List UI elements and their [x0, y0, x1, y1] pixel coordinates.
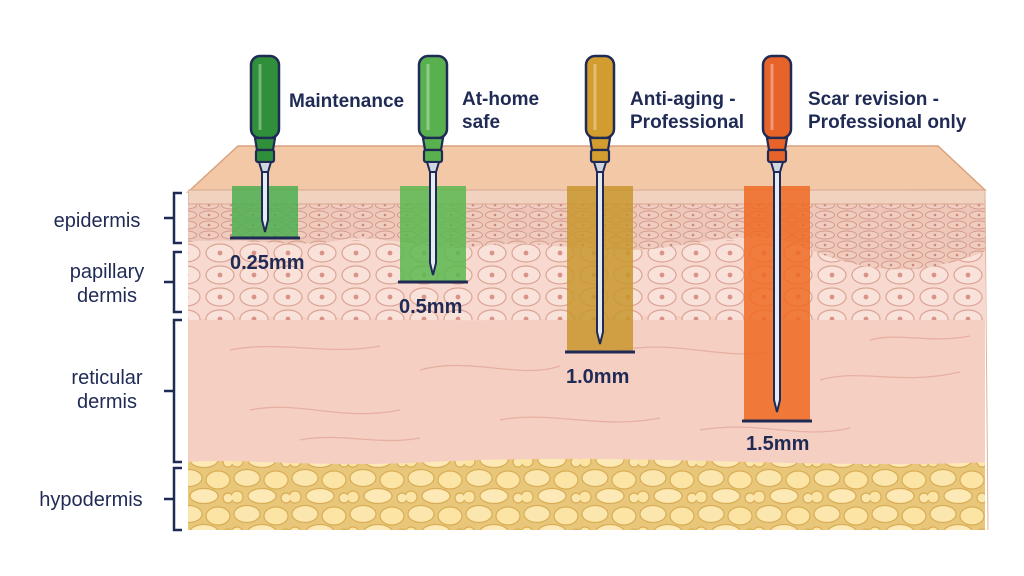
bracket-epidermis	[164, 191, 182, 245]
needle-label-anti-aging: Anti-aging - Professional	[630, 89, 745, 133]
layer-brackets	[164, 191, 182, 532]
layer-label-reticular-dermis: reticular dermis	[71, 367, 143, 413]
needle-1.5mm	[742, 54, 812, 423]
depth-label-0.5mm: 0.5mm	[399, 296, 463, 318]
bracket-hypodermis	[164, 466, 182, 532]
needle-label-at-home-safe: At-home safe	[462, 89, 540, 133]
layer-label-hypodermis: hypodermis	[39, 489, 143, 511]
needles-group	[230, 54, 812, 423]
needle-handle	[417, 54, 449, 140]
needle-handle	[584, 54, 616, 140]
hypodermis-layer	[188, 458, 985, 530]
needle-handle	[761, 54, 793, 140]
depth-label-1.0mm: 1.0mm	[566, 366, 630, 388]
needle-handle	[249, 54, 281, 140]
skin-surface	[186, 145, 987, 193]
layer-label-epidermis: epidermis	[53, 210, 141, 232]
needle-shaft	[596, 171, 604, 345]
needle-shaft	[429, 171, 437, 276]
needle-1.0mm	[565, 54, 635, 354]
needle-shaft	[773, 171, 781, 413]
needle-label-maintenance: Maintenance	[289, 91, 405, 112]
layer-label-papillary-dermis: papillary dermis	[69, 261, 145, 307]
needle-0.5mm	[398, 54, 468, 284]
depth-label-0.25mm: 0.25mm	[230, 252, 305, 274]
needle-label-scar-revision: Scar revision - Professional only	[808, 89, 967, 133]
bracket-papillary	[164, 250, 182, 314]
bracket-reticular	[164, 318, 182, 464]
needle-shaft	[261, 171, 269, 233]
depth-label-1.5mm: 1.5mm	[746, 433, 810, 455]
needle-0.25mm	[230, 54, 300, 240]
